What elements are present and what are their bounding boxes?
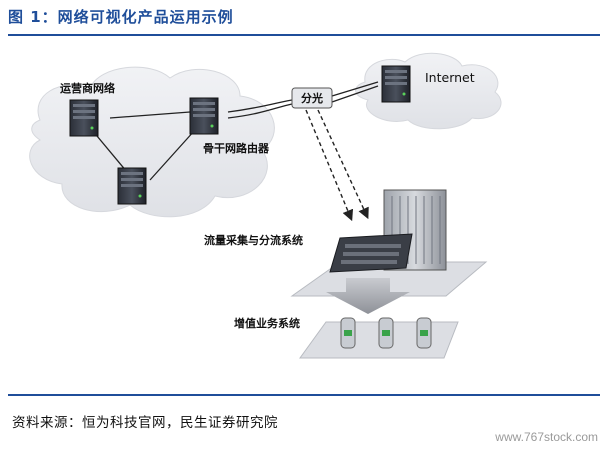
title-divider	[8, 34, 600, 36]
value-added-system-label: 增值业务系统	[234, 316, 300, 330]
storage-device-icon	[378, 317, 394, 349]
storage-device-icon	[340, 317, 356, 349]
footer-divider	[8, 394, 600, 396]
operator-network-label: 运营商网络	[60, 81, 115, 95]
optical-split-label: 分光	[301, 91, 323, 105]
server-icon	[69, 99, 99, 137]
storage-device-icon	[416, 317, 432, 349]
figure-title: 图 1：网络可视化产品运用示例	[8, 8, 234, 26]
value-added-platform	[299, 317, 459, 359]
server-icon	[117, 167, 147, 205]
mirror-traffic-arrows	[305, 109, 369, 222]
server-icon	[381, 65, 411, 103]
internet-label: Internet	[425, 70, 475, 85]
collection-distribution-label: 流量采集与分流系统	[204, 233, 303, 247]
source-note: 资料来源：恒为科技官网，民生证券研究院	[12, 415, 278, 431]
internet-cloud	[355, 52, 502, 130]
backbone-router-label: 骨干网路由器	[203, 141, 270, 155]
watermark: www.767stock.com	[495, 430, 598, 444]
optical-splitter: 分光	[291, 87, 333, 109]
flow-down-arrow	[326, 278, 410, 314]
server-icon	[189, 97, 219, 135]
